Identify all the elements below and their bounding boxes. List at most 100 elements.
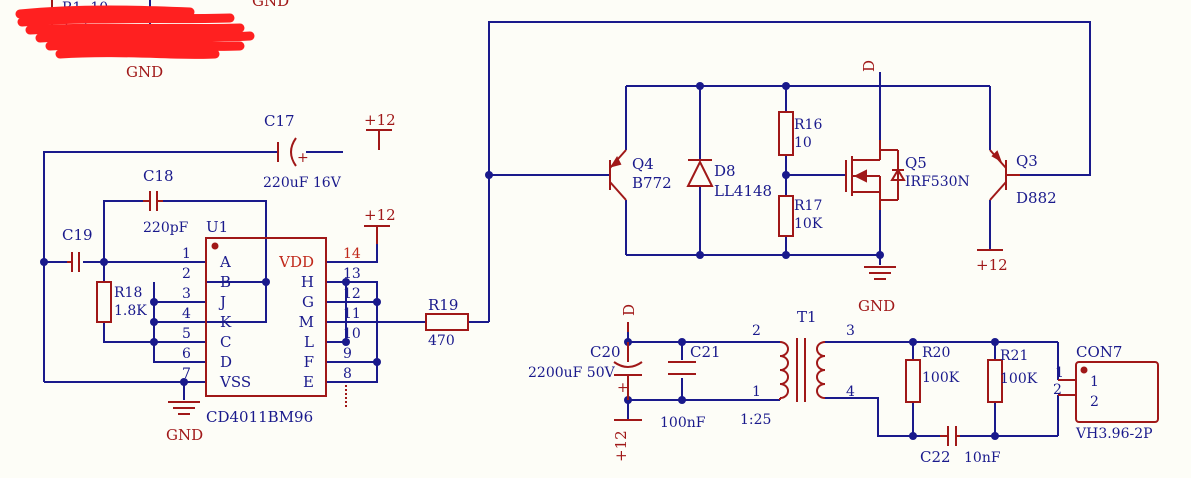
gnd-label-redacted: GND: [126, 63, 163, 81]
power-plus12-c20: +12: [612, 419, 642, 462]
ground-q5: GND: [858, 266, 896, 315]
t1-ratio: 1:25: [740, 412, 771, 428]
u1-pin-num: 6: [182, 346, 191, 362]
u1-pin-name: B: [220, 273, 231, 291]
svg-text:1: 1: [752, 384, 761, 400]
capacitor-c20: + C20 2200uF 50V: [528, 342, 643, 400]
ground-u1: GND: [166, 401, 203, 444]
r19-value: 470: [428, 333, 455, 349]
u1-pin-name: H: [301, 273, 314, 291]
q3-value: D882: [1016, 189, 1057, 207]
q4-value: B772: [632, 174, 672, 192]
u1-pin-num: 14: [343, 246, 361, 262]
redacted-region: R1· 10· 1· 7· GND GND: [15, 0, 289, 81]
u1-pin-name: L: [304, 333, 314, 351]
u1-pin-name: J: [218, 293, 226, 311]
connector-con7: CON7 VH3.96-2P 1 2 1 2: [1053, 343, 1159, 442]
gnd-label-u1: GND: [166, 426, 203, 444]
c20-value: 2200uF 50V: [528, 365, 616, 381]
u1-part: CD4011BM96: [206, 408, 313, 426]
c17-ref: C17: [264, 112, 295, 130]
u1-ref: U1: [206, 218, 228, 236]
u1-pin-name: C: [220, 333, 231, 351]
u1-pin-name: VDD: [278, 253, 314, 271]
u1-pin-num: 10: [343, 326, 361, 342]
svg-text:+12: +12: [364, 206, 396, 224]
r17-ref: R17: [794, 198, 822, 214]
u1-pin-num: 12: [343, 286, 361, 302]
c22-ref: C22: [920, 448, 951, 466]
u1-pin-num: 3: [182, 286, 191, 302]
u1-pin-name: A: [219, 253, 231, 271]
r17-value: 10K: [794, 216, 823, 232]
u1-pin-name: K: [220, 313, 232, 331]
r16-value: 10: [794, 135, 812, 151]
power-plus12-q3: +12: [976, 249, 1008, 274]
svg-text:4: 4: [846, 384, 855, 400]
u1-pin-name: E: [303, 373, 314, 391]
u1-pin-num: 11: [343, 306, 361, 322]
r21-value: 100K: [1000, 371, 1038, 387]
transistor-q4: Q4 B772: [609, 149, 672, 201]
c22-value: 10nF: [964, 450, 1001, 466]
c19-ref: C19: [62, 226, 93, 244]
transistor-q3: Q3 D882: [989, 149, 1057, 207]
power-plus12-a: +12: [364, 111, 396, 150]
power-plus12-b: +12: [364, 206, 396, 244]
u1-pin-name: VSS: [219, 373, 251, 391]
r20-ref: R20: [922, 345, 950, 361]
svg-text:+12: +12: [612, 430, 630, 462]
r19-ref: R19: [428, 296, 458, 314]
resistor-r17: R17 10K: [778, 195, 823, 237]
u1-pin-num: 8: [343, 366, 352, 382]
u1-pin-name: D: [220, 353, 232, 371]
junctions: [40, 82, 999, 440]
con7-ref: CON7: [1076, 343, 1122, 361]
mosfet-q5: Q5 IRF530N: [845, 140, 970, 210]
resistor-r16: R16 10: [778, 111, 822, 156]
svg-text:+: +: [617, 380, 629, 396]
c17-value: 220uF 16V: [263, 175, 342, 191]
d-label-c20: D: [620, 304, 638, 316]
capacitor-c22: C22 10nF: [920, 426, 1001, 466]
svg-text:3: 3: [846, 323, 855, 339]
c21-ref: C21: [690, 343, 721, 361]
resistor-r19: R19 470: [425, 296, 469, 349]
r20-value: 100K: [922, 370, 960, 386]
diode-d8: D8 LL4148: [686, 159, 772, 200]
r16-ref: R16: [794, 117, 822, 133]
r18-value: 1.8K: [114, 303, 147, 319]
u1-pin-num: 4: [182, 306, 191, 322]
gnd-label-q5: GND: [858, 297, 895, 315]
u1-pin-num: 2: [182, 266, 191, 282]
wires: [43, 21, 1091, 437]
capacitor-c19: C19: [62, 226, 93, 272]
d8-value: LL4148: [714, 182, 772, 200]
svg-text:2: 2: [1053, 382, 1062, 398]
resistor-r21: R21 100K: [987, 348, 1038, 403]
q5-ref: Q5: [905, 154, 927, 172]
u1-pin-num: 7: [182, 366, 191, 382]
u1-pin-name: M: [299, 313, 314, 331]
d8-ref: D8: [714, 162, 736, 180]
net-label-d-c20: D: [620, 304, 638, 332]
u1-pin-name: F: [304, 353, 314, 371]
capacitor-c17: + C17 220uF 16V: [263, 112, 342, 191]
u1-pin-num: 5: [182, 326, 191, 342]
c20-ref: C20: [590, 343, 621, 361]
q5-value: IRF530N: [905, 174, 970, 190]
resistor-r18: R18 1.8K: [96, 281, 147, 323]
c21-value: 100nF: [660, 415, 706, 431]
ic-u1: U1 CD4011BM96 1 2 3 4 5 6 7 A B J K C D …: [182, 218, 361, 426]
t1-ref: T1: [797, 308, 817, 326]
svg-text:2: 2: [1090, 394, 1099, 410]
d-label-top: D: [860, 60, 878, 72]
svg-text:1: 1: [1090, 374, 1099, 390]
capacitor-c18: C18 220pF: [143, 167, 189, 236]
capacitor-c21: C21 100nF: [660, 343, 721, 431]
transformer-t1: T1 1:25 2 1 3 4: [740, 308, 855, 428]
c18-value: 220pF: [143, 220, 189, 236]
svg-text:+: +: [297, 150, 309, 166]
q3-ref: Q3: [1016, 152, 1038, 170]
